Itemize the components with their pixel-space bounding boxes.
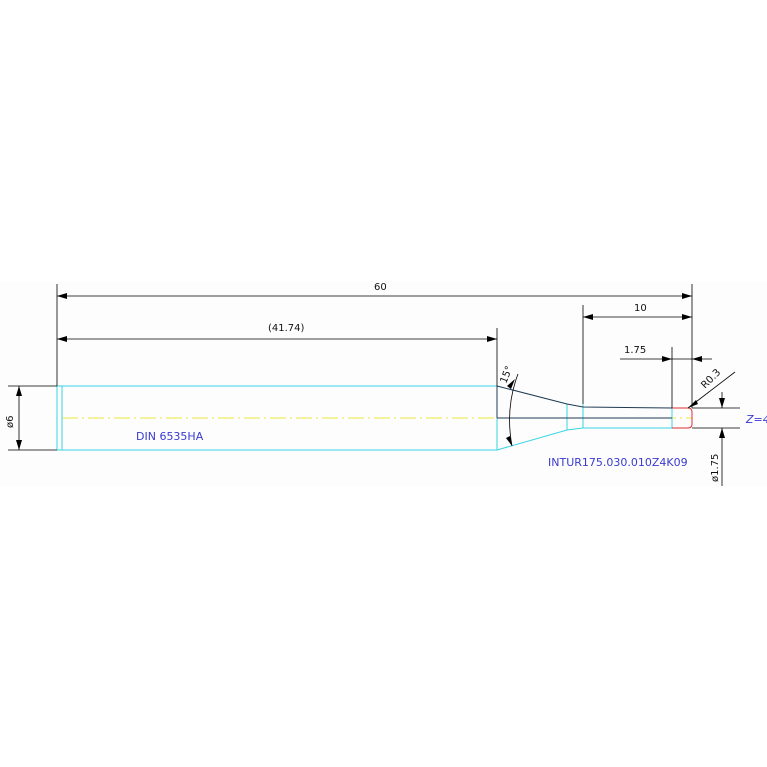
shank-diameter-label: ø6 [5, 416, 16, 428]
standard-label: DIN 6535HA [136, 430, 204, 443]
dim-neck-length [582, 305, 692, 404]
corner-radius-label: R0.3 [699, 367, 723, 391]
dim-shank-diameter [8, 385, 57, 451]
part-number-label: INTUR175.030.010Z4K09 [548, 456, 688, 469]
dim-taper-angle [506, 373, 519, 447]
cutting-diameter-label: ø1.75 [710, 454, 721, 482]
overall-length-label: 60 [374, 282, 387, 293]
cutting-tip [672, 407, 693, 429]
dim-shank-length [57, 328, 498, 386]
neck-outline-upper [496, 385, 673, 419]
neck-length-label: 10 [634, 303, 647, 314]
dim-corner-radius [687, 371, 736, 409]
drawing-background [0, 281, 767, 487]
shank-length-label: (41.74) [268, 323, 305, 334]
flute-length-label: 1.75 [624, 345, 646, 356]
neck-outline-lower [496, 404, 673, 451]
dim-overall-length [56, 284, 693, 408]
dim-flute-length [620, 347, 712, 408]
dim-cutting-diameter [692, 392, 740, 486]
flutes-label: Z=4 [745, 413, 767, 426]
